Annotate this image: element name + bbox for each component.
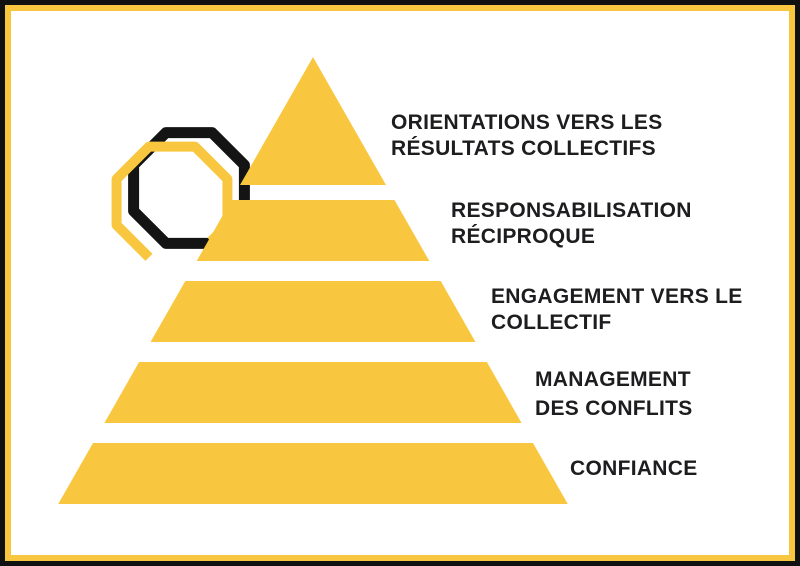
level-4-label-line-2: DES CONFLITS bbox=[535, 397, 693, 420]
level-1-label-line-1: ORIENTATIONS VERS LES bbox=[391, 111, 663, 134]
pyramid-level-2 bbox=[196, 200, 430, 261]
level-3-label-line-2: COLLECTIF bbox=[491, 311, 612, 334]
pyramid-level-3 bbox=[150, 281, 476, 342]
level-3-label: ENGAGEMENT VERS LE COLLECTIF bbox=[491, 284, 743, 336]
level-1-label: ORIENTATIONS VERS LES RÉSULTATS COLLECTI… bbox=[391, 110, 663, 162]
level-3-label-line-1: ENGAGEMENT VERS LE bbox=[491, 285, 743, 308]
pyramid-level-5 bbox=[58, 443, 568, 504]
level-1-label-line-2: RÉSULTATS COLLECTIFS bbox=[391, 137, 656, 160]
level-5-label: CONFIANCE bbox=[570, 456, 698, 482]
level-2-label-line-1: RESPONSABILISATION bbox=[451, 199, 692, 222]
pyramid-level-1 bbox=[240, 57, 386, 185]
level-2-label: RESPONSABILISATION RÉCIPROQUE bbox=[451, 198, 692, 250]
level-5-label-line-1: CONFIANCE bbox=[570, 457, 698, 480]
level-4-label: MANAGEMENT DES CONFLITS bbox=[535, 365, 693, 423]
pyramid-level-4 bbox=[104, 362, 522, 423]
level-4-label-line-1: MANAGEMENT bbox=[535, 368, 691, 391]
level-2-label-line-2: RÉCIPROQUE bbox=[451, 225, 596, 248]
